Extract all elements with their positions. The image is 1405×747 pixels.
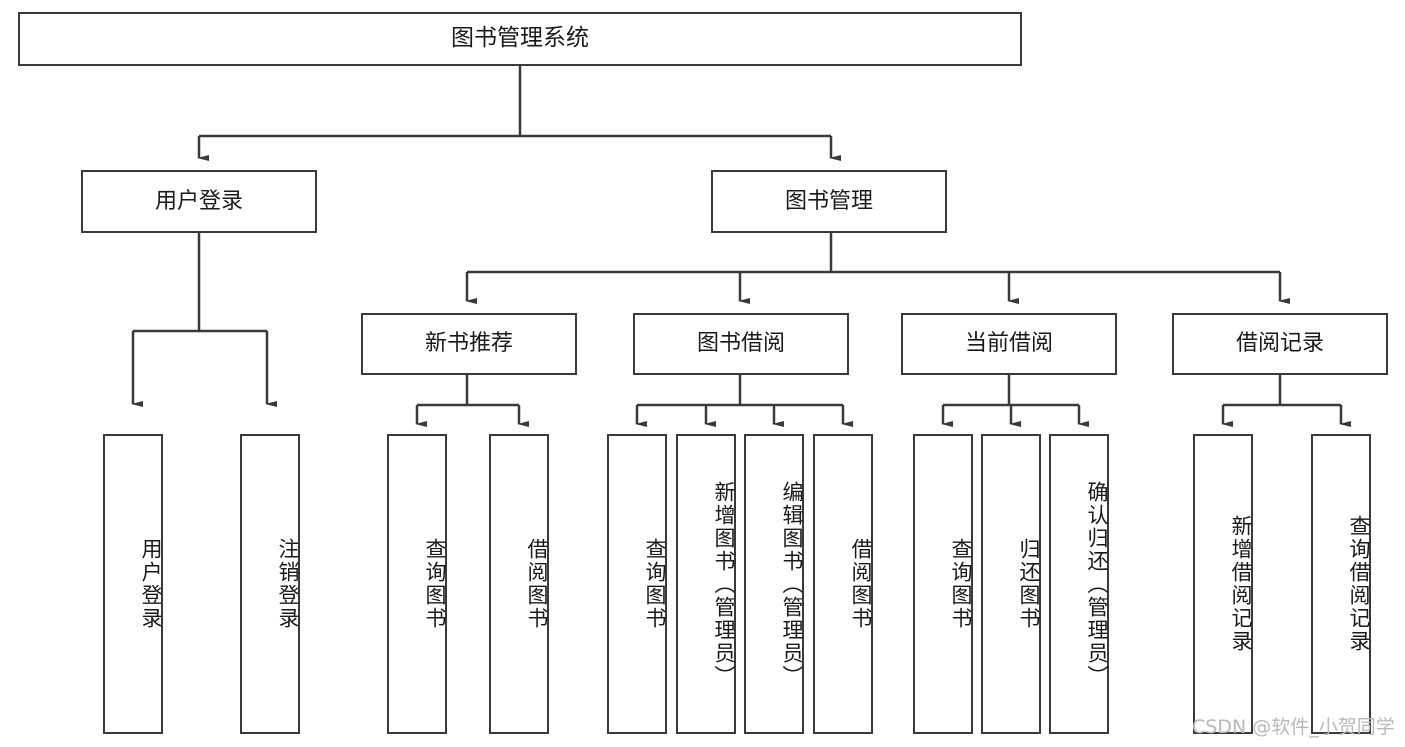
node-label: 借阅图书 — [849, 538, 873, 630]
node-label: 新书推荐 — [424, 331, 513, 357]
node-label: 图书借阅 — [696, 331, 785, 357]
node-label: 编辑图书（管理员） — [780, 480, 804, 688]
leaf-query-book-borrow[interactable]: 查询图书 — [607, 434, 667, 734]
node-label: 借阅图书 — [525, 538, 549, 630]
node-label: 归还图书 — [1017, 538, 1041, 630]
leaf-query-borrow-record[interactable]: 查询借阅记录 — [1311, 434, 1371, 734]
node-label: 新增图书（管理员） — [712, 480, 736, 688]
node-label: 查询图书 — [643, 538, 667, 630]
leaf-user-logout[interactable]: 注销登录 — [240, 434, 300, 734]
leaf-confirm-return-admin[interactable]: 确认归还（管理员） — [1049, 434, 1109, 734]
leaf-add-book-admin[interactable]: 新增图书（管理员） — [676, 434, 736, 734]
leaf-add-borrow-record[interactable]: 新增借阅记录 — [1193, 434, 1253, 734]
node-user-login[interactable]: 用户登录 — [81, 170, 317, 233]
node-label: 用户登录 — [139, 538, 163, 630]
node-label: 借阅记录 — [1235, 331, 1324, 357]
leaf-edit-book-admin[interactable]: 编辑图书（管理员） — [744, 434, 804, 734]
node-label: 用户登录 — [154, 188, 243, 214]
node-book-management[interactable]: 图书管理 — [711, 170, 947, 233]
node-label: 图书管理系统 — [451, 25, 589, 52]
node-current-borrow[interactable]: 当前借阅 — [901, 313, 1117, 375]
leaf-user-login[interactable]: 用户登录 — [103, 434, 163, 734]
leaf-query-book-current[interactable]: 查询图书 — [913, 434, 973, 734]
leaf-borrow-book[interactable]: 借阅图书 — [813, 434, 873, 734]
node-book-borrow[interactable]: 图书借阅 — [633, 313, 849, 375]
node-label: 查询图书 — [949, 538, 973, 630]
csdn-watermark: CSDN @软件_小贺同学 — [1192, 716, 1395, 738]
node-root-system[interactable]: 图书管理系统 — [18, 12, 1022, 66]
node-label: 当前借阅 — [964, 331, 1053, 357]
node-label: 查询借阅记录 — [1347, 515, 1371, 653]
node-label: 查询图书 — [423, 538, 447, 630]
node-label: 注销登录 — [276, 538, 300, 630]
leaf-borrow-book-recommend[interactable]: 借阅图书 — [489, 434, 549, 734]
node-new-book-recommend[interactable]: 新书推荐 — [361, 313, 577, 375]
leaf-return-book[interactable]: 归还图书 — [981, 434, 1041, 734]
leaf-query-book-recommend[interactable]: 查询图书 — [387, 434, 447, 734]
node-label: 确认归还（管理员） — [1085, 480, 1109, 688]
node-borrow-record[interactable]: 借阅记录 — [1172, 313, 1388, 375]
node-label: 图书管理 — [784, 188, 873, 214]
node-label: 新增借阅记录 — [1229, 515, 1253, 653]
